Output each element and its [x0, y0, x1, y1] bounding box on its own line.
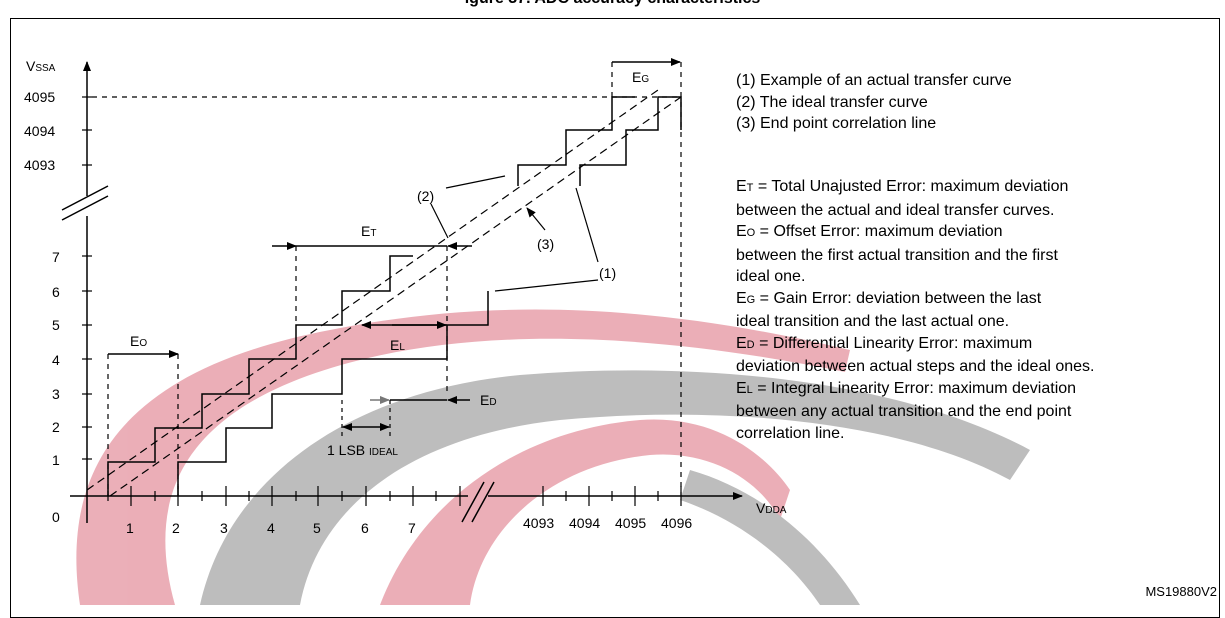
x-tick-4: 4	[267, 520, 275, 536]
error-definitions: ET = Total Unajusted Error: maximum devi…	[736, 176, 1206, 444]
y-tick-4095: 4095	[24, 89, 55, 105]
figure-title: igure 37. ADC accuracy characteristics	[0, 0, 1225, 8]
callout-2-label: (2)	[417, 188, 434, 204]
ed-label: ED	[480, 392, 497, 408]
y-axis-title: VSSA	[26, 58, 56, 74]
definition-line: ED = Differential Linearity Error: maxim…	[736, 334, 1033, 352]
actual-transfer-curve-right	[177, 291, 489, 496]
x-axis-title: VDDA	[756, 500, 787, 516]
definition-line: EG = Gain Error: deviation between the l…	[736, 289, 1042, 307]
axis-break-y-2	[61, 195, 109, 221]
y-tick-2: 2	[52, 419, 60, 435]
callout-1-leader-2	[494, 279, 599, 292]
et-label: ET	[361, 223, 376, 239]
actual-transfer-curve-left	[107, 255, 413, 496]
axis-break-y-1	[61, 185, 109, 211]
x-tick-7: 7	[408, 520, 416, 536]
figure-drawing: 0 1 2 3 4 5 6 7 4093 4094 4095 1 2 3 4 5…	[24, 58, 1030, 605]
x-tick-3: 3	[220, 520, 228, 536]
legend-item-actual-curve: (1) Example of an actual transfer curve	[736, 72, 1012, 89]
definition-line: EO = Offset Error: maximum deviation	[736, 223, 1003, 240]
x-tick-6: 6	[361, 520, 369, 536]
origin-label: 0	[52, 509, 60, 525]
x-tick-4094: 4094	[569, 515, 600, 531]
callout-2-leader-2	[445, 175, 506, 189]
y-tick-4094: 4094	[24, 123, 55, 139]
el-label: EL	[390, 337, 405, 353]
definition-line: deviation between actual steps and the i…	[736, 358, 1095, 375]
callout-1-leader-1	[575, 187, 599, 263]
x-tick-2: 2	[172, 520, 180, 536]
eo-label: EO	[130, 333, 147, 349]
axis-break-x-2	[471, 481, 495, 523]
definition-line: ideal transition and the last actual one…	[736, 313, 1010, 330]
x-axis-ticks	[107, 486, 682, 506]
callout-3-label: (3)	[537, 236, 554, 252]
definition-line: ideal one.	[736, 268, 806, 285]
x-tick-4095: 4095	[615, 515, 646, 531]
definition-line: between any actual transition and the en…	[736, 403, 1072, 420]
lsb-label: 1 LSB IDEAL	[327, 442, 398, 458]
axis-break-x-1	[461, 481, 485, 523]
y-tick-5: 5	[52, 317, 60, 333]
callout-3-leader	[526, 207, 546, 231]
callout-1-label: (1)	[599, 265, 616, 281]
legend: (1) Example of an actual transfer curve …	[736, 70, 1206, 135]
legend-item-end-point-line: (3) End point correlation line	[736, 115, 937, 132]
x-tick-4093: 4093	[523, 515, 554, 531]
definition-line: between the actual and ideal transfer cu…	[736, 201, 1055, 219]
y-axis-ticks	[82, 96, 92, 460]
definition-line: ET = Total Unajusted Error: maximum devi…	[736, 178, 1069, 195]
y-tick-1: 1	[52, 452, 60, 468]
eg-label: EG	[632, 69, 649, 85]
y-tick-3: 3	[52, 386, 60, 402]
y-tick-4: 4	[52, 352, 60, 368]
x-tick-5: 5	[313, 520, 321, 536]
x-tick-1: 1	[126, 520, 134, 536]
actual-transfer-curve-upper	[517, 96, 635, 186]
definition-line: EL = Integral Linearity Error: maximum d…	[736, 379, 1077, 397]
watermark-logo	[76, 309, 1030, 605]
definition-line: between the first actual transition and …	[736, 246, 1058, 264]
actual-transfer-curve-upper-2	[579, 96, 682, 186]
figure-id: MS19880V2	[1145, 584, 1217, 599]
y-tick-6: 6	[52, 284, 60, 300]
callout-2-leader-1	[430, 203, 449, 239]
legend-item-ideal-curve: (2) The ideal transfer curve	[736, 93, 928, 111]
x-tick-4096: 4096	[661, 515, 692, 531]
y-tick-4093: 4093	[24, 157, 55, 173]
y-tick-7: 7	[52, 249, 60, 265]
definition-line: correlation line.	[736, 424, 845, 442]
